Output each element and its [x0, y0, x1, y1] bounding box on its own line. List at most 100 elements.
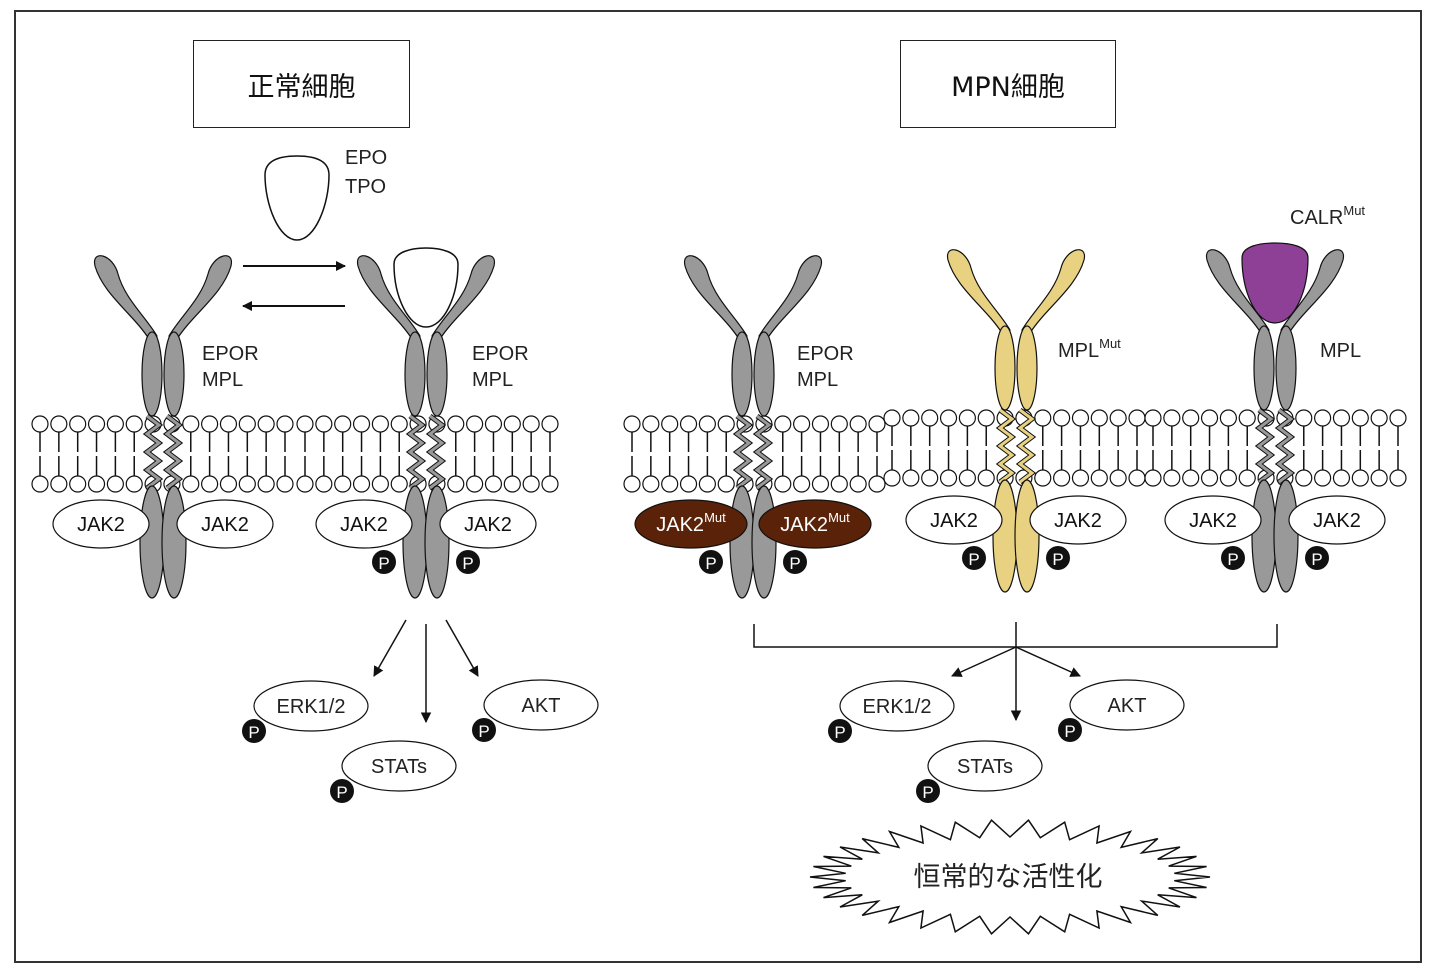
svg-text:JAK2: JAK2 [340, 514, 388, 536]
jak2-kinase: JAK2 [315, 499, 413, 549]
receptor-label-epor: EPOR [472, 343, 529, 365]
svg-text:STATs: STATs [957, 756, 1013, 778]
svg-text:P: P [789, 554, 800, 573]
constitutive-activation-label: 恒常的な活性化 [914, 862, 1103, 893]
svg-text:JAK2Mut: JAK2Mut [780, 510, 850, 536]
jak2-kinase: JAK2 [905, 495, 1003, 545]
svg-text:JAK2: JAK2 [1189, 510, 1237, 532]
phosphate-icon: P [699, 550, 723, 574]
phosphate-icon: P [472, 718, 496, 742]
jak2-kinase: JAK2 [439, 499, 537, 549]
svg-text:P: P [922, 783, 933, 802]
svg-text:JAK2Mut: JAK2Mut [656, 510, 726, 536]
receptor-intracellular-domain [1251, 479, 1299, 593]
cell-membrane [296, 415, 559, 493]
transmembrane-helix [1254, 408, 1296, 484]
calr-mutant-protein [1241, 242, 1309, 324]
svg-text:STATs: STATs [371, 756, 427, 778]
receptor-label-mpl: MPL [797, 369, 838, 391]
svg-text:ERK1/2: ERK1/2 [863, 696, 932, 718]
svg-text:AKT: AKT [1108, 695, 1147, 717]
svg-text:P: P [1311, 550, 1322, 569]
svg-text:P: P [478, 722, 489, 741]
phosphate-icon: P [330, 779, 354, 803]
effector-akt: AKT P [472, 679, 599, 742]
receptor-label-mpl: MPL [472, 369, 513, 391]
cell-membrane [883, 409, 1146, 487]
receptor-extracellular-domain [947, 249, 1085, 411]
receptor-extracellular-domain [94, 255, 232, 417]
phosphate-icon: P [783, 550, 807, 574]
svg-text:JAK2: JAK2 [1313, 510, 1361, 532]
effector-erk: ERK1/2P [242, 680, 369, 743]
svg-text:P: P [834, 723, 845, 742]
phosphate-icon: P [242, 719, 266, 743]
svg-text:AKT: AKT [522, 695, 561, 717]
phosphate-icon: P [1221, 546, 1245, 570]
svg-text:JAK2: JAK2 [77, 514, 125, 536]
receptor-extracellular-domain [684, 255, 822, 417]
svg-text:P: P [1227, 550, 1238, 569]
mpn-cell-title: MPN細胞 [900, 40, 1116, 128]
svg-text:P: P [1052, 550, 1063, 569]
receptor-intracellular-domain [139, 485, 187, 599]
jak2-kinase: JAK2 [52, 499, 150, 549]
cell-membrane [31, 415, 294, 493]
svg-text:P: P [378, 554, 389, 573]
calr-mut-label: CALRMut [1290, 203, 1365, 229]
jak2-kinase: JAK2 [1029, 495, 1127, 545]
ligand-label-epo: EPO [345, 147, 387, 169]
effector-erk: ERK1/2P [828, 680, 955, 743]
jak2-kinase: JAK2 [1164, 495, 1262, 545]
receptor-extracellular-domain [357, 255, 495, 417]
svg-text:P: P [462, 554, 473, 573]
figure-frame [14, 10, 1422, 963]
effector-akt: AKT P [1058, 679, 1185, 742]
receptor-label-mpl: MPL [1320, 340, 1361, 362]
phosphate-icon: P [1058, 718, 1082, 742]
receptor-intracellular-domain [402, 485, 450, 599]
transmembrane-helix [142, 414, 184, 490]
svg-text:P: P [705, 554, 716, 573]
receptor-label-mpl: MPLMut [1058, 336, 1121, 362]
receptor-label-epor: EPOR [797, 343, 854, 365]
normal-downstream-arrows [373, 619, 479, 724]
svg-text:ERK1/2: ERK1/2 [277, 696, 346, 718]
jak2-kinase: JAK2 [1288, 495, 1386, 545]
svg-text:P: P [1064, 722, 1075, 741]
transmembrane-helix [732, 414, 774, 490]
phosphate-icon: P [372, 550, 396, 574]
ligand-label-tpo: TPO [345, 176, 386, 198]
phosphate-icon: P [456, 550, 480, 574]
svg-text:P: P [968, 550, 979, 569]
phosphate-icon: P [962, 546, 986, 570]
transmembrane-helix [995, 408, 1037, 484]
svg-text:JAK2: JAK2 [930, 510, 978, 532]
svg-text:P: P [336, 783, 347, 802]
phosphate-icon: P [1046, 546, 1070, 570]
svg-text:JAK2: JAK2 [1054, 510, 1102, 532]
constitutive-activation-burst [809, 819, 1211, 935]
receptor-intracellular-domain [729, 485, 777, 599]
svg-text:JAK2: JAK2 [201, 514, 249, 536]
cell-membrane [623, 415, 886, 493]
jak2-kinase: JAK2Mut [758, 499, 872, 549]
jak2-kinase: JAK2Mut [634, 499, 748, 549]
svg-text:JAK2: JAK2 [464, 514, 512, 536]
free-ligand-epo-tpo [264, 155, 330, 241]
phosphate-icon: P [1305, 546, 1329, 570]
receptor-label-mpl: MPL [202, 369, 243, 391]
receptor-extracellular-domain [1206, 249, 1344, 411]
mpn-convergence-bracket [753, 622, 1278, 722]
cell-membrane [1144, 409, 1407, 487]
normal-cell-title: 正常細胞 [193, 40, 410, 128]
transmembrane-helix [405, 414, 447, 490]
